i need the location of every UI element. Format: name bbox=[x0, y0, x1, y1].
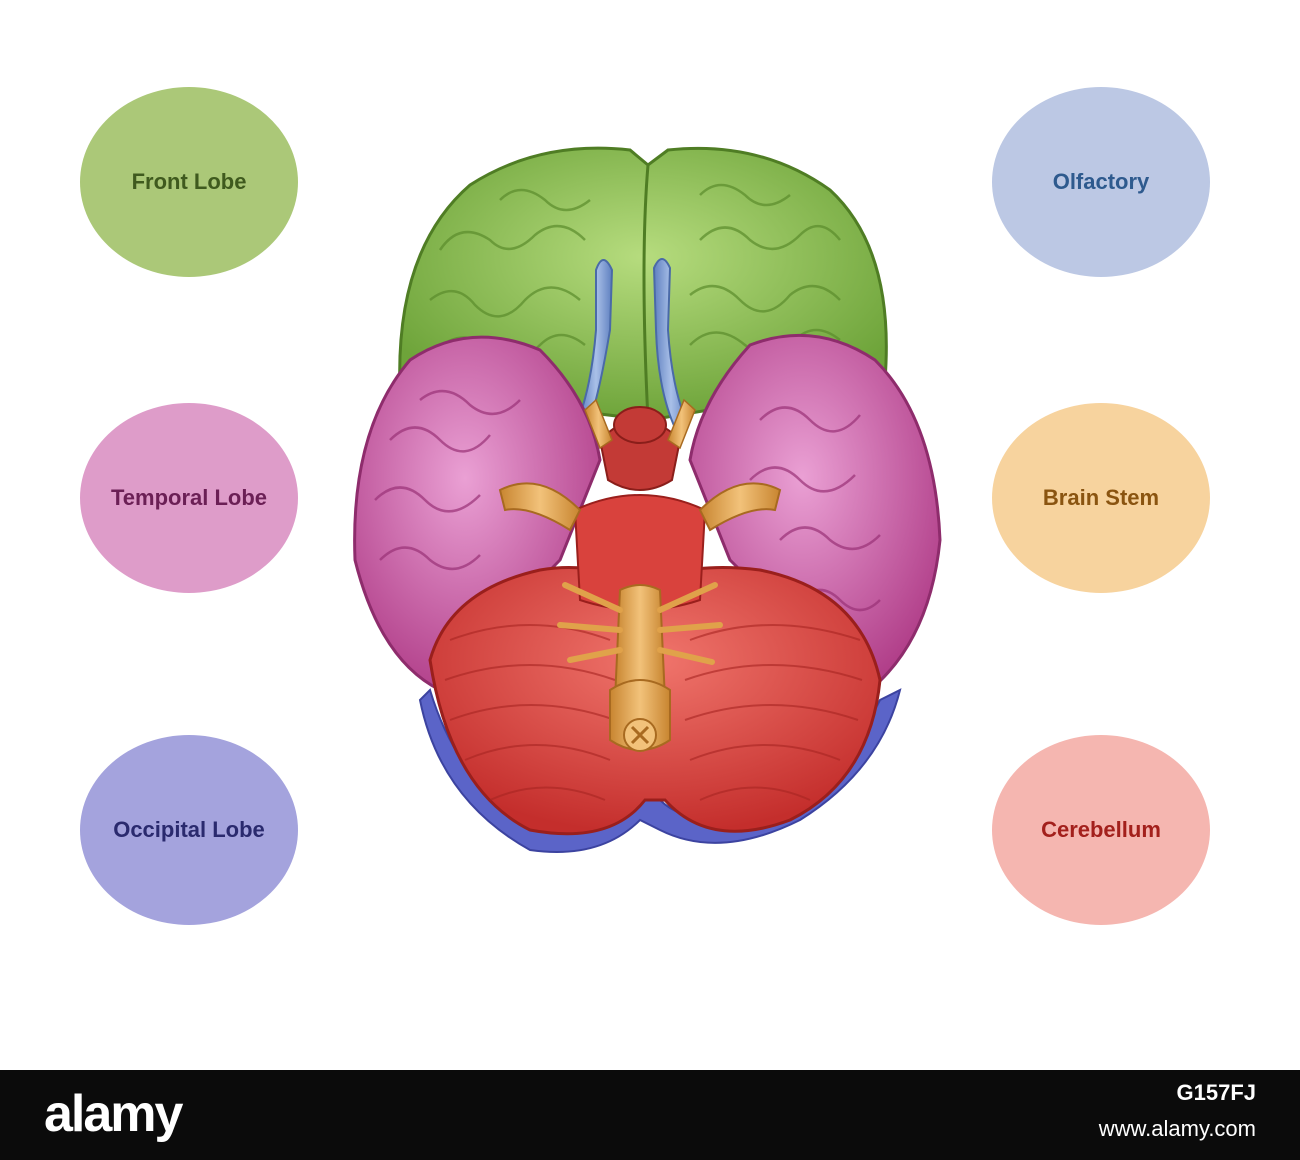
label-front-lobe-text: Front Lobe bbox=[131, 169, 247, 194]
temporal-gyri bbox=[374, 390, 881, 612]
label-occipital-lobe-text: Occipital Lobe bbox=[113, 817, 265, 842]
label-occipital-lobe: Occipital Lobe bbox=[80, 735, 298, 925]
label-front-lobe: Front Lobe bbox=[80, 87, 298, 277]
diagram-canvas: Front Lobe Temporal Lobe Occipital Lobe … bbox=[80, 87, 1210, 925]
alamy-logo: alamy bbox=[44, 1085, 183, 1143]
label-brain-stem-text: Brain Stem bbox=[1042, 485, 1160, 510]
label-temporal-lobe: Temporal Lobe bbox=[80, 403, 298, 593]
image-id: G157FJ bbox=[1176, 1080, 1257, 1105]
brain-illustration bbox=[353, 146, 942, 853]
label-temporal-lobe-text: Temporal Lobe bbox=[110, 485, 268, 510]
olfactory-bulb-left bbox=[578, 259, 614, 422]
label-olfactory-text: Olfactory bbox=[1052, 169, 1150, 194]
brain-stem-region bbox=[498, 398, 782, 752]
label-cerebellum: Cerebellum bbox=[992, 735, 1210, 925]
olfactory-bulb-right bbox=[652, 258, 690, 432]
label-olfactory: Olfactory bbox=[992, 87, 1210, 277]
label-cerebellum-text: Cerebellum bbox=[1041, 817, 1161, 842]
site-url: www.alamy.com bbox=[1098, 1116, 1256, 1141]
frontal-gyri bbox=[429, 183, 841, 360]
label-brain-stem: Brain Stem bbox=[992, 403, 1210, 593]
cerebellum-folia bbox=[444, 624, 863, 801]
watermark-footer: alamy G157FJ www.alamy.com bbox=[0, 1070, 1300, 1160]
